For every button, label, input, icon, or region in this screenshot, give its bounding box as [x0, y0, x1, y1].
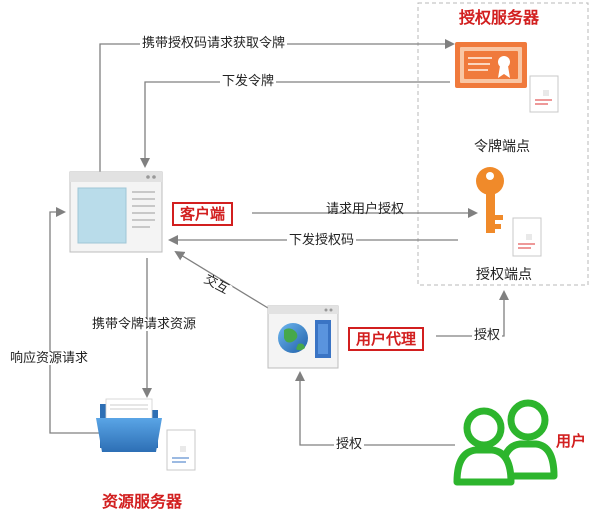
browser-window-icon [69, 171, 163, 253]
arrow-issue-token [140, 81, 450, 168]
arrow-respond-resource-request [49, 207, 100, 434]
label-carry-code-request-token: 携带授权码请求获取令牌 [140, 36, 288, 51]
folder-icon [96, 398, 162, 452]
label-issue-token: 下发令牌 [220, 74, 277, 89]
globe-browser-icon [267, 305, 339, 369]
arrow-carry-code-request-token [99, 39, 455, 172]
document-icon [529, 75, 559, 113]
certificate-icon [455, 42, 527, 88]
user-title: 用户 [556, 432, 587, 450]
client-label: 客户端 [172, 202, 234, 226]
document-icon [166, 429, 196, 471]
label-request-user-auth: 请求用户授权 [326, 202, 405, 217]
resource-server-title: 资源服务器 [102, 492, 183, 511]
label-issue-auth-code: 下发授权码 [287, 233, 357, 248]
token-endpoint-label: 令牌端点 [474, 139, 530, 155]
users-icon [453, 399, 558, 486]
arrow-authorize-agent [436, 290, 509, 337]
label-carry-token-request-resource: 携带令牌请求资源 [90, 317, 199, 332]
label-authorize-agent: 授权 [472, 328, 503, 343]
user-agent-label: 用户代理 [348, 327, 425, 351]
auth-server-boundary [417, 2, 589, 286]
auth-server-title: 授权服务器 [459, 8, 540, 27]
document-icon [512, 217, 542, 257]
arrow-authorize-user [295, 371, 455, 446]
key-icon [476, 167, 504, 233]
label-respond-resource-request: 响应资源请求 [8, 351, 91, 366]
auth-endpoint-label: 授权端点 [476, 267, 532, 283]
label-authorize-user: 授权 [334, 437, 365, 452]
